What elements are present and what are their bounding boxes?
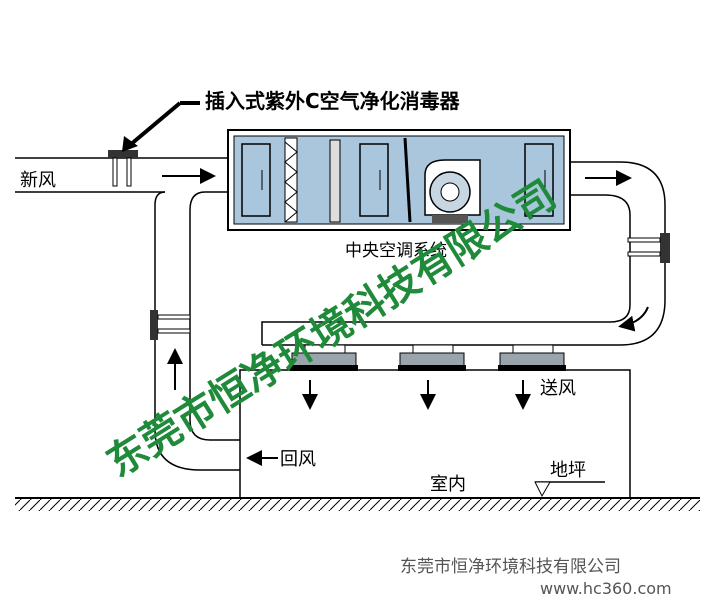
label-indoor: 室内 (430, 474, 466, 495)
supply-air-duct (261, 161, 666, 346)
diffuser-2 (398, 344, 466, 371)
label-fresh-air: 新风 (20, 170, 56, 191)
uv-device-top (108, 150, 138, 187)
ahu-coil (284, 137, 298, 223)
diffuser-3 (498, 344, 566, 371)
ahu-damper (329, 139, 341, 223)
arrow-supply-return (618, 306, 649, 332)
uv-pointer (122, 101, 200, 152)
ahu-filter-panel-3 (524, 143, 554, 217)
ahu-unit (227, 129, 571, 231)
ahu-filter-panel-1 (241, 143, 271, 217)
label-supply-air: 送风 (540, 378, 576, 399)
supply-diffusers (290, 344, 566, 371)
label-floor: 地坪 (550, 460, 586, 481)
label-uv-device: 插入式紫外C空气净化消毒器 (205, 89, 461, 113)
footer-company: 东莞市恒净环境科技有限公司 (400, 557, 621, 577)
floor-marker (534, 481, 605, 498)
uv-device-right (627, 233, 670, 263)
uv-device-left (150, 310, 191, 340)
ahu-fan (424, 159, 481, 223)
ahu-filter-panel-2 (359, 143, 389, 217)
ground (15, 497, 700, 511)
footer-site: www.hc360.com (540, 579, 672, 598)
flow-arrows (162, 168, 649, 466)
label-return-air: 回风 (280, 449, 316, 470)
diffuser-1 (290, 344, 358, 371)
label-ac-system: 中央空调系统 (345, 241, 447, 261)
